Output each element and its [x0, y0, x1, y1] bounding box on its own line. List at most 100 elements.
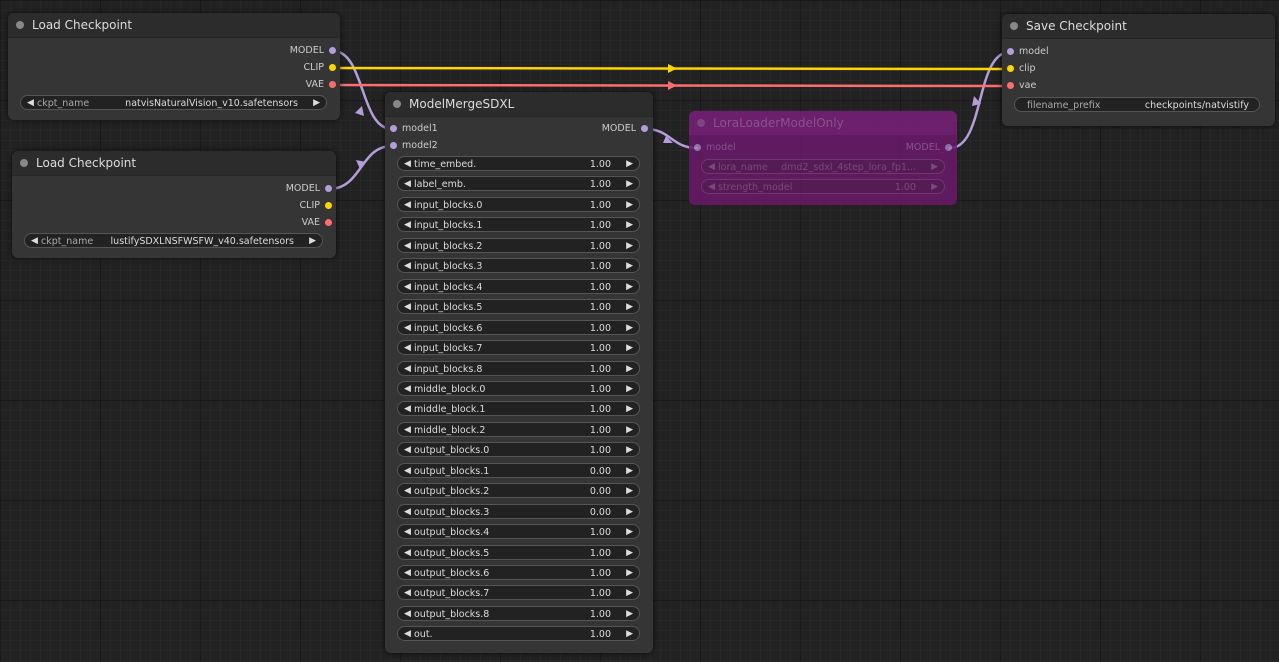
- load-checkpoint-node-2[interactable]: Load Checkpoint MODEL CLIP VAE ◀ ckpt_na…: [12, 151, 336, 258]
- strength-model-number[interactable]: ◀ strength_model 1.00 ▶: [701, 179, 945, 194]
- model-socket-icon[interactable]: [325, 185, 332, 192]
- input-slot-model[interactable]: model: [1007, 45, 1049, 59]
- arrow-right-icon[interactable]: ▶: [626, 363, 633, 374]
- arrow-left-icon[interactable]: ◀: [404, 159, 411, 169]
- arrow-right-icon[interactable]: ▶: [626, 547, 633, 558]
- clip-socket-icon[interactable]: [329, 64, 336, 71]
- ckpt-name-combo[interactable]: ◀ ckpt_name lustifySDXLNSFWSFW_v40.safet…: [24, 233, 323, 248]
- model-socket-icon[interactable]: [641, 125, 648, 132]
- arrow-right-icon[interactable]: ▶: [626, 220, 633, 231]
- arrow-right-icon[interactable]: ▶: [626, 445, 633, 456]
- arrow-right-icon[interactable]: ▶: [313, 98, 320, 108]
- input-slot-model2[interactable]: model2: [390, 139, 438, 153]
- arrow-left-icon[interactable]: ◀: [404, 588, 411, 599]
- arrow-right-icon[interactable]: ▶: [626, 404, 633, 415]
- vae-socket-icon[interactable]: [1007, 82, 1014, 89]
- merge-weight-number[interactable]: ◀label_emb.1.00▶: [397, 176, 640, 192]
- node-title[interactable]: Save Checkpoint: [1002, 14, 1275, 39]
- output-slot-clip[interactable]: CLIP: [300, 199, 332, 213]
- arrow-left-icon[interactable]: ◀: [404, 527, 411, 538]
- arrow-left-icon[interactable]: ◀: [404, 220, 411, 231]
- node-title[interactable]: LoraLoaderModelOnly: [689, 111, 957, 135]
- arrow-right-icon[interactable]: ▶: [626, 240, 633, 251]
- merge-weight-number[interactable]: ◀time_embed.1.00▶: [397, 156, 640, 171]
- output-slot-model[interactable]: MODEL: [286, 182, 332, 196]
- arrow-left-icon[interactable]: ◀: [404, 261, 411, 272]
- arrow-right-icon[interactable]: ▶: [626, 383, 633, 394]
- arrow-left-icon[interactable]: ◀: [404, 240, 411, 251]
- save-checkpoint-node[interactable]: Save Checkpoint model clip vae filename_…: [1002, 14, 1275, 126]
- arrow-left-icon[interactable]: ◀: [404, 404, 411, 415]
- arrow-left-icon[interactable]: ◀: [404, 486, 411, 497]
- node-title[interactable]: Load Checkpoint: [8, 13, 340, 38]
- arrow-right-icon[interactable]: ▶: [626, 465, 633, 476]
- arrow-left-icon[interactable]: ◀: [404, 343, 411, 354]
- arrow-left-icon[interactable]: ◀: [404, 465, 411, 476]
- arrow-right-icon[interactable]: ▶: [626, 261, 633, 272]
- input-slot-model1[interactable]: model1: [390, 122, 438, 136]
- ckpt-name-combo[interactable]: ◀ ckpt_name natvisNaturalVision_v10.safe…: [20, 95, 327, 110]
- arrow-left-icon[interactable]: ◀: [404, 608, 411, 619]
- node-title[interactable]: ModelMergeSDXL: [385, 92, 653, 117]
- arrow-right-icon[interactable]: ▶: [626, 629, 633, 640]
- arrow-left-icon[interactable]: ◀: [708, 162, 715, 172]
- arrow-left-icon[interactable]: ◀: [27, 98, 34, 108]
- lora-name-combo[interactable]: ◀ lora_name dmd2_sdxl_4step_lora_fp1... …: [701, 159, 945, 174]
- arrow-left-icon[interactable]: ◀: [404, 179, 411, 190]
- arrow-left-icon[interactable]: ◀: [404, 568, 411, 578]
- arrow-left-icon[interactable]: ◀: [31, 236, 38, 246]
- arrow-right-icon[interactable]: ▶: [626, 568, 633, 578]
- clip-socket-icon[interactable]: [1007, 65, 1014, 72]
- arrow-right-icon[interactable]: ▶: [931, 182, 938, 192]
- arrow-left-icon[interactable]: ◀: [404, 322, 411, 333]
- model-socket-icon[interactable]: [390, 142, 397, 149]
- output-slot-clip[interactable]: CLIP: [304, 61, 336, 75]
- vae-socket-icon[interactable]: [325, 219, 332, 226]
- input-slot-clip[interactable]: clip: [1007, 62, 1036, 76]
- arrow-right-icon[interactable]: ▶: [626, 343, 633, 354]
- output-slot-model[interactable]: MODEL: [906, 141, 952, 155]
- model-socket-icon[interactable]: [945, 144, 952, 151]
- output-slot-vae[interactable]: VAE: [306, 78, 336, 92]
- arrow-left-icon[interactable]: ◀: [404, 547, 411, 558]
- filename-prefix-input[interactable]: filename_prefix checkpoints/natvistify: [1014, 97, 1260, 112]
- arrow-right-icon[interactable]: ▶: [626, 281, 633, 292]
- arrow-right-icon[interactable]: ▶: [931, 162, 938, 172]
- model-socket-icon[interactable]: [329, 47, 336, 54]
- arrow-right-icon[interactable]: ▶: [626, 608, 633, 619]
- input-slot-vae[interactable]: vae: [1007, 79, 1036, 93]
- model-socket-icon[interactable]: [694, 144, 701, 151]
- arrow-left-icon[interactable]: ◀: [404, 302, 411, 313]
- arrow-right-icon[interactable]: ▶: [309, 236, 316, 246]
- input-slot-model[interactable]: model: [694, 141, 736, 155]
- arrow-right-icon[interactable]: ▶: [626, 527, 633, 538]
- lora-loader-model-only-node[interactable]: LoraLoaderModelOnly model MODEL ◀ lora_n…: [689, 111, 957, 205]
- node-title[interactable]: Load Checkpoint: [12, 151, 336, 176]
- model-socket-icon[interactable]: [390, 125, 397, 132]
- arrow-left-icon[interactable]: ◀: [404, 445, 411, 456]
- model-merge-sdxl-node[interactable]: ModelMergeSDXL model1 model2 MODEL ◀time…: [385, 92, 653, 653]
- arrow-left-icon[interactable]: ◀: [404, 199, 411, 210]
- arrow-left-icon[interactable]: ◀: [404, 629, 411, 640]
- arrow-right-icon[interactable]: ▶: [626, 588, 633, 599]
- arrow-left-icon[interactable]: ◀: [404, 363, 411, 374]
- arrow-right-icon[interactable]: ▶: [626, 199, 633, 210]
- arrow-right-icon[interactable]: ▶: [626, 302, 633, 313]
- arrow-right-icon[interactable]: ▶: [626, 159, 633, 169]
